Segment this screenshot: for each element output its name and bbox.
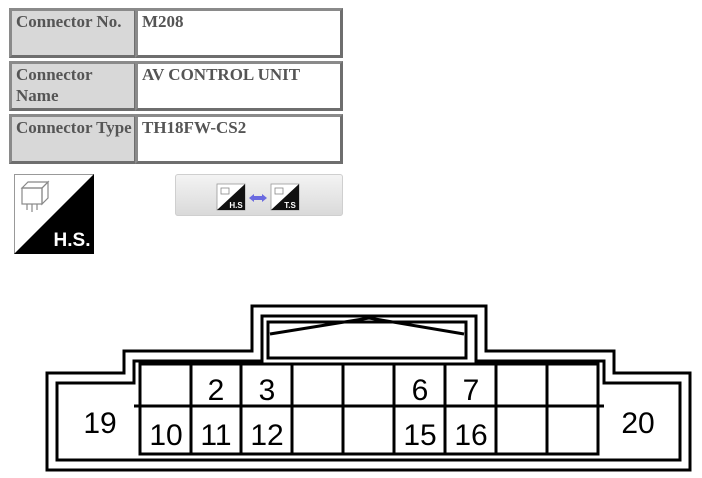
toggle-right-label: T.S [284, 201, 296, 210]
pin-2-label: 2 [208, 374, 225, 407]
connector-latch-ramp [269, 316, 465, 336]
connector-type-value: TH18FW-CS2 [135, 114, 343, 164]
connector-latch [266, 320, 468, 360]
pin-10-label: 10 [149, 419, 182, 452]
pin-7-label: 7 [463, 374, 480, 407]
pin-6-label: 6 [412, 374, 429, 407]
pin-3-label: 3 [259, 374, 276, 407]
hs-icon-label: H.S. [54, 230, 91, 251]
pin-11-label: 11 [200, 419, 231, 452]
connector-no-row: Connector No. M208 [9, 8, 343, 58]
toggle-left-label: H.S [229, 201, 243, 210]
connector-no-label: Connector No. [9, 8, 137, 58]
cavity-grid [138, 362, 600, 456]
connector-name-row: Connector Name AV CONTROL UNIT [9, 61, 343, 111]
pin-20-label: 20 [621, 407, 654, 440]
connector-type-row: Connector Type TH18FW-CS2 [9, 114, 343, 164]
connector-face-diagram: 19 20 2 3 6 7 10 11 12 15 16 [45, 304, 692, 472]
connector-housing-inner [55, 314, 682, 462]
hs-ts-swap-icon: H.S T.S [216, 183, 300, 211]
connector-type-label: Connector Type [9, 114, 137, 164]
harness-side-view-icon: H.S. [14, 174, 94, 254]
pin-16-label: 16 [454, 419, 487, 452]
connector-name-label: Connector Name [9, 61, 137, 111]
connector-name-value: AV CONTROL UNIT [135, 61, 343, 111]
view-toggle-button[interactable]: H.S T.S [175, 174, 343, 216]
connector-housing-outer [45, 304, 692, 472]
pin-15-label: 15 [403, 419, 436, 452]
connector-no-value: M208 [135, 8, 343, 58]
pin-19-label: 19 [83, 407, 116, 440]
pin-12-label: 12 [250, 419, 283, 452]
